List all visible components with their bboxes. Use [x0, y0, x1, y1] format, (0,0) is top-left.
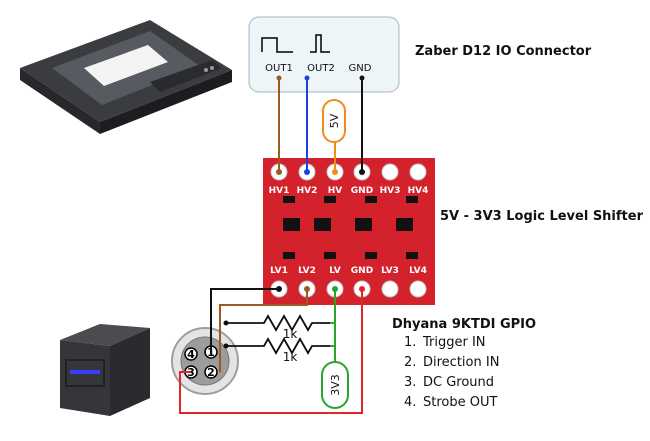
gpio-item-number: 1.: [404, 335, 416, 350]
io-label-out1: OUT1: [265, 63, 293, 74]
resistor-2: [226, 337, 330, 355]
resistor-2-label: 1k: [283, 350, 298, 364]
voltage-tag-3v3-label: 3V3: [329, 374, 342, 396]
wire-lv1-trigger: [210, 288, 279, 354]
gpio-item-1: Trigger IN: [422, 335, 486, 350]
gpio-item-2: Direction IN: [423, 355, 499, 370]
gpio-connector-pin-2: 2: [207, 366, 215, 379]
pin-lv1: LV1: [270, 266, 288, 276]
pin-hv: HV: [328, 186, 343, 196]
wire-lv2-direction: [219, 289, 308, 372]
level-shifter-board: [263, 158, 435, 305]
shifter-title: 5V - 3V3 Logic Level Shifter: [440, 209, 644, 224]
io-connector-box: [248, 16, 400, 93]
wire-nodes: [276, 75, 365, 175]
pin-lv: LV: [329, 266, 340, 276]
wire-nodes-bottom: [223, 286, 365, 349]
io-label-gnd: GND: [349, 63, 372, 74]
gpio-connector: 4 1 3 2: [171, 327, 239, 395]
pin-hv2: HV2: [297, 186, 318, 196]
dhyana-camera-image: [60, 324, 150, 416]
voltage-tag-3v3: [321, 361, 349, 409]
pin-hv-gnd: GND: [351, 186, 373, 196]
pulse-icon: [261, 34, 330, 53]
io-connector-title: Zaber D12 IO Connector: [415, 44, 592, 59]
gpio-list: 1. Trigger IN 2. Direction IN 3. DC Grou…: [404, 335, 499, 410]
pin-lv2: LV2: [298, 266, 316, 276]
gpio-item-number: 3.: [404, 375, 416, 390]
pin-hv1: HV1: [269, 186, 290, 196]
pin-hv4: HV4: [408, 186, 429, 196]
pin-lv4: LV4: [409, 266, 427, 276]
gpio-title: Dhyana 9KTDI GPIO: [392, 317, 536, 332]
resistor-1: [226, 314, 330, 332]
gpio-item-number: 4.: [404, 395, 416, 410]
wire-lv-gnd-ground: [179, 289, 363, 414]
gpio-connector-pin-4: 4: [187, 348, 195, 361]
pin-lv3: LV3: [381, 266, 399, 276]
board-chips: [283, 196, 418, 259]
io-label-out2: OUT2: [307, 63, 335, 74]
gpio-item-number: 2.: [404, 355, 416, 370]
pin-hv3: HV3: [380, 186, 401, 196]
gpio-item-4: Strobe OUT: [423, 395, 497, 410]
resistor-1-label: 1k: [283, 327, 298, 341]
pin-lv-gnd: GND: [351, 266, 373, 276]
gpio-item-3: DC Ground: [423, 375, 494, 390]
zaber-stage-image: [20, 20, 232, 134]
voltage-tag-5v-label: 5V: [328, 113, 341, 128]
